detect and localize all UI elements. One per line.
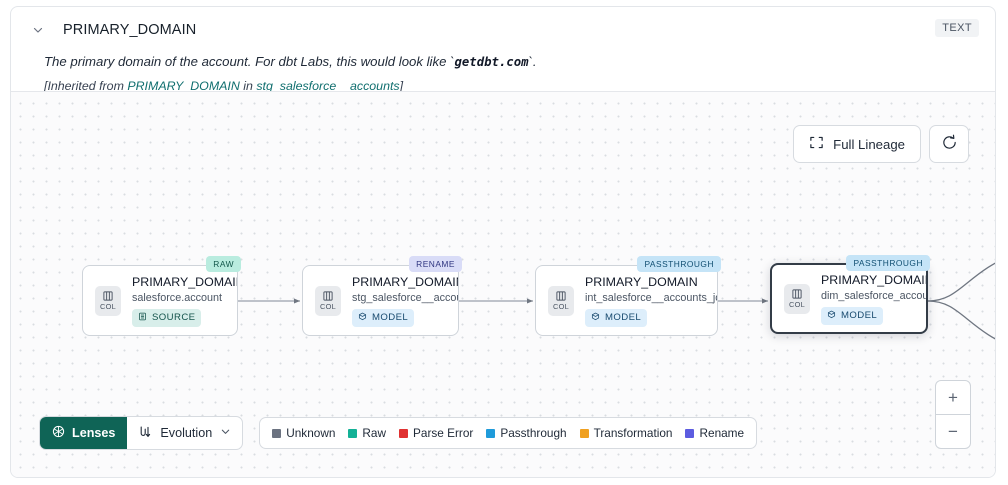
full-lineage-button[interactable]: Full Lineage xyxy=(793,125,921,163)
node-subtitle: stg_salesforce__accounts xyxy=(352,291,458,304)
canvas-toolbar: Full Lineage xyxy=(793,125,969,163)
legend-label: Raw xyxy=(362,426,387,440)
legend-label: Transformation xyxy=(593,426,673,440)
node-body: PRIMARY_DOMAIN int_salesforce__accounts_… xyxy=(585,275,717,327)
legend-label: Rename xyxy=(699,426,745,440)
col-icon: COL xyxy=(95,285,121,316)
legend-swatch xyxy=(272,428,282,438)
col-label: COL xyxy=(99,302,117,312)
model-icon xyxy=(827,310,836,322)
zoom-in-button[interactable]: + xyxy=(936,381,970,415)
col-icon: COL xyxy=(784,283,810,314)
node-subtitle: int_salesforce__accounts_joined xyxy=(585,291,717,304)
legend-label: Parse Error xyxy=(413,426,474,440)
col-label: COL xyxy=(319,302,337,312)
refresh-icon xyxy=(941,134,958,154)
node-kind-chip: SOURCE xyxy=(132,308,202,327)
card-header: PRIMARY_DOMAIN TEXT The primary domain o… xyxy=(11,7,995,93)
col-icon: COL xyxy=(315,285,341,316)
model-icon xyxy=(591,312,600,324)
lenses-label: Lenses xyxy=(72,426,116,440)
lineage-node[interactable]: PASSTHROUGH COL PRIMARY_DOMAIN int_sales… xyxy=(535,256,721,336)
node-body: PRIMARY_DOMAIN__C salesforce.account SOU… xyxy=(132,275,237,327)
legend-swatch xyxy=(579,428,589,438)
zoom-controls: + − xyxy=(935,380,971,449)
source-icon xyxy=(138,312,147,324)
model-icon xyxy=(358,312,367,324)
legend-swatch xyxy=(348,428,358,438)
col-label: COL xyxy=(552,302,570,312)
legend-swatch xyxy=(486,428,496,438)
lineage-node-selected[interactable]: PASSTHROUGH COL PRIMARY_DOMAIN dim_sales… xyxy=(770,255,930,334)
description-code: getdbt.com xyxy=(454,55,529,69)
description-suffix: `. xyxy=(528,54,537,69)
title-row: PRIMARY_DOMAIN xyxy=(27,19,979,41)
inherited-from: [Inherited from PRIMARY_DOMAIN in stg_sa… xyxy=(44,79,979,93)
inherited-middle: in xyxy=(239,78,257,93)
node-title: PRIMARY_DOMAIN xyxy=(352,274,458,289)
full-lineage-label: Full Lineage xyxy=(833,136,905,152)
lineage-legend: Unknown Raw Parse Error Passthrough xyxy=(259,417,758,449)
node-subtitle: dim_salesforce_accounts xyxy=(821,289,926,302)
lineage-canvas[interactable]: Full Lineage RAW xyxy=(11,92,995,477)
inherited-prefix: [Inherited from xyxy=(44,78,128,93)
column-description: The primary domain of the account. For d… xyxy=(44,53,979,71)
node-title: PRIMARY_DOMAIN xyxy=(821,272,926,287)
node-body: PRIMARY_DOMAIN stg_salesforce__accounts … xyxy=(352,275,458,327)
zoom-out-button[interactable]: − xyxy=(948,421,958,441)
lens-icon xyxy=(52,425,65,441)
description-prefix: The primary domain of the account. For d… xyxy=(44,54,455,69)
legend-item: Unknown xyxy=(272,426,335,440)
node-tag: PASSTHROUGH xyxy=(637,256,721,272)
header-divider xyxy=(11,91,995,92)
node-tag: PASSTHROUGH xyxy=(846,255,930,271)
node-kind-label: SOURCE xyxy=(152,312,196,323)
node-body: PRIMARY_DOMAIN dim_salesforce_accounts M… xyxy=(821,273,926,325)
status-badge: TEXT xyxy=(935,19,979,37)
node-tag: RAW xyxy=(206,256,241,272)
expand-icon xyxy=(809,135,824,153)
lenses-evolution-group: Lenses Evolution xyxy=(39,416,244,450)
node-kind-label: MODEL xyxy=(372,312,409,323)
node-title: PRIMARY_DOMAIN xyxy=(585,274,698,289)
inherited-model-link[interactable]: stg_salesforce__accounts xyxy=(256,78,400,93)
node-kind-label: MODEL xyxy=(605,312,642,323)
chevron-down-icon[interactable] xyxy=(31,23,45,37)
evolution-icon xyxy=(138,425,152,442)
node-title: PRIMARY_DOMAIN__C xyxy=(132,274,237,289)
legend-item: Transformation xyxy=(579,426,673,440)
node-kind-label: MODEL xyxy=(841,310,878,321)
legend-item: Raw xyxy=(348,426,386,440)
legend-swatch xyxy=(685,428,695,438)
evolution-label: Evolution xyxy=(160,426,213,440)
evolution-dropdown[interactable]: Evolution xyxy=(127,417,242,449)
node-kind-chip: MODEL xyxy=(821,306,884,325)
legend-item: Parse Error xyxy=(399,426,473,440)
legend-label: Unknown xyxy=(286,426,336,440)
refresh-button[interactable] xyxy=(929,125,969,163)
lenses-button[interactable]: Lenses xyxy=(40,417,128,449)
legend-item: Passthrough xyxy=(486,426,567,440)
inherited-suffix: ] xyxy=(399,78,404,93)
lineage-node[interactable]: RENAME COL PRIMARY_DOMAIN stg_salesforce… xyxy=(302,256,462,336)
legend-swatch xyxy=(399,428,409,438)
node-kind-chip: MODEL xyxy=(352,308,415,327)
legend-item: Rename xyxy=(685,426,744,440)
node-subtitle: salesforce.account xyxy=(132,291,223,304)
page-title: PRIMARY_DOMAIN xyxy=(63,22,197,38)
node-kind-chip: MODEL xyxy=(585,308,648,327)
inherited-column-link[interactable]: PRIMARY_DOMAIN xyxy=(127,78,240,93)
node-tag: RENAME xyxy=(409,256,462,272)
chevron-down-icon xyxy=(220,426,231,440)
col-icon: COL xyxy=(548,285,574,316)
canvas-bottom-bar: Lenses Evolution xyxy=(39,416,758,450)
column-detail-card: PRIMARY_DOMAIN TEXT The primary domain o… xyxy=(10,6,996,478)
legend-label: Passthrough xyxy=(500,426,567,440)
col-label: COL xyxy=(788,300,806,310)
lineage-node[interactable]: RAW COL PRIMARY_DOMAIN__C salesforce.acc… xyxy=(82,256,241,336)
